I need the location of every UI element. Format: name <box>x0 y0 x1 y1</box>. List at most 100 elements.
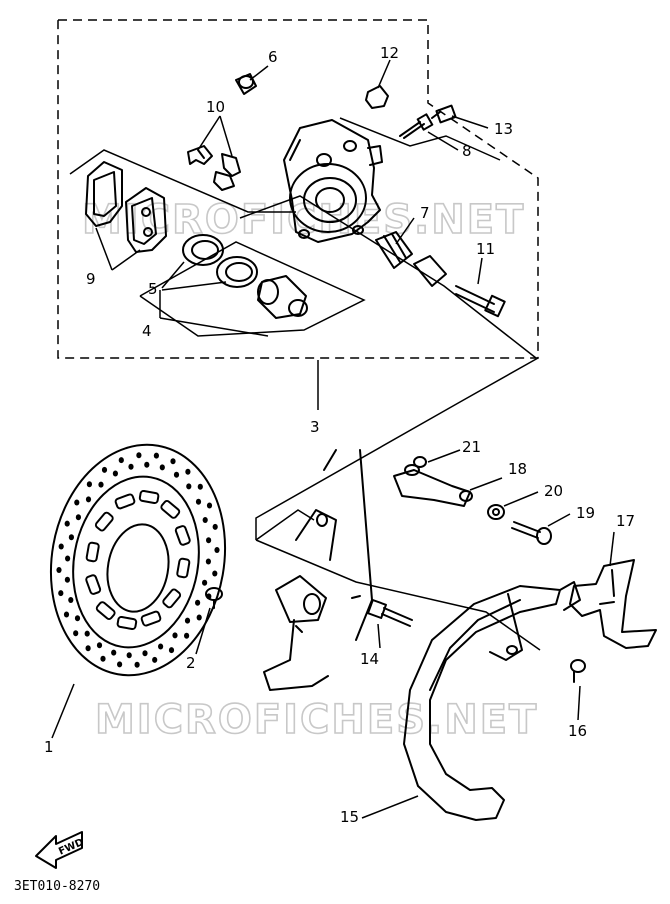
disc-hole <box>74 615 81 622</box>
slide-pin <box>413 255 506 318</box>
callout-leaders <box>51 59 615 819</box>
bleed-screw <box>431 104 457 124</box>
fwd-arrow: FWD <box>35 831 85 869</box>
disc-hole <box>185 468 191 475</box>
disc-slot <box>95 601 116 620</box>
disc-hole <box>101 466 108 473</box>
disc-hole <box>206 502 213 509</box>
disc-hole <box>212 570 218 577</box>
disc-hole <box>68 534 74 541</box>
disc-hole <box>73 630 79 637</box>
leader-slide <box>239 195 537 359</box>
disc-hole <box>65 555 71 562</box>
disc-hole <box>195 599 201 606</box>
disc-bolt <box>205 587 223 609</box>
callout-20: 20 <box>544 482 563 500</box>
disc-hole <box>75 514 81 521</box>
disc-hole <box>195 498 202 505</box>
axle-bolt <box>367 599 413 627</box>
washer <box>487 504 505 520</box>
disc-hole <box>58 543 64 550</box>
disc-hole <box>85 645 91 652</box>
collar <box>413 456 427 468</box>
bracket-bolt <box>511 521 552 545</box>
disc-hole <box>117 661 123 668</box>
diagram-code: 3ET010-8270 <box>14 879 100 894</box>
pad-springs <box>187 145 241 191</box>
disc-hole <box>98 481 104 488</box>
callout-15: 15 <box>340 808 359 826</box>
disc-hole <box>100 655 106 662</box>
disc-hole <box>118 457 124 464</box>
caliper-body <box>283 119 383 243</box>
disc-hole <box>64 576 70 583</box>
disc-slot <box>85 541 100 563</box>
disc-hole <box>112 470 118 477</box>
screw-cap <box>365 85 389 109</box>
callout-10: 10 <box>206 98 225 116</box>
disc-hole <box>136 452 142 459</box>
disc-hole <box>86 481 92 488</box>
watermark-bottom: MICROFICHES.NET <box>95 697 538 743</box>
fork-leg <box>263 449 373 691</box>
leader-main <box>255 357 539 540</box>
callout-3: 3 <box>310 418 320 436</box>
brake-disc <box>49 443 227 677</box>
callout-11: 11 <box>476 240 495 258</box>
disc-protector <box>403 581 581 821</box>
disc-hole <box>96 642 103 649</box>
disc-slot <box>162 588 182 609</box>
caliper-assembly-boundary <box>57 19 539 359</box>
callout-2: 2 <box>186 654 196 672</box>
leader-piston-group <box>139 241 366 337</box>
disc-hole <box>126 652 132 659</box>
disc-slot <box>140 610 162 627</box>
disc-hole <box>152 656 158 663</box>
disc-slot <box>114 493 136 510</box>
disc-holes <box>56 452 220 668</box>
disc-hole <box>196 614 202 621</box>
disc-hole <box>128 463 134 470</box>
callout-12: 12 <box>380 44 399 62</box>
callout-4: 4 <box>142 322 152 340</box>
callout-19: 19 <box>576 504 595 522</box>
callout-13: 13 <box>494 120 513 138</box>
disc-hole <box>142 650 148 657</box>
callout-1: 1 <box>44 738 54 756</box>
disc-hole <box>68 597 74 603</box>
disc-hole <box>85 496 92 503</box>
disc-hole <box>63 611 70 618</box>
disc-hole <box>202 579 208 586</box>
callout-7: 7 <box>420 204 430 222</box>
disc-hole <box>212 523 218 530</box>
disc-slot <box>176 557 191 579</box>
disc-slot <box>94 511 114 532</box>
protector-screw <box>570 659 586 683</box>
disc-hole <box>172 632 178 639</box>
disc-slot <box>138 489 160 505</box>
disc-hole <box>56 567 62 573</box>
callout-8: 8 <box>462 142 472 160</box>
leader-screws <box>339 117 501 161</box>
hose-bracket <box>393 464 473 507</box>
disc-hole <box>168 647 175 654</box>
disc-hole <box>186 483 192 490</box>
disc-hole <box>58 590 64 597</box>
disc-hole <box>74 499 80 506</box>
disc-hole <box>170 458 176 465</box>
leader-pads <box>69 149 296 213</box>
disc-hole <box>197 483 203 490</box>
disc-hole <box>153 452 159 459</box>
piston <box>257 275 308 319</box>
disc-hole <box>64 520 70 527</box>
disc-hole <box>159 464 165 471</box>
callout-17: 17 <box>616 512 635 530</box>
callout-21: 21 <box>462 438 481 456</box>
leader-fork-a <box>255 509 315 541</box>
disc-slot <box>85 574 102 595</box>
callout-18: 18 <box>508 460 527 478</box>
leader-fork-b <box>255 539 541 651</box>
disc-slot <box>160 500 181 519</box>
